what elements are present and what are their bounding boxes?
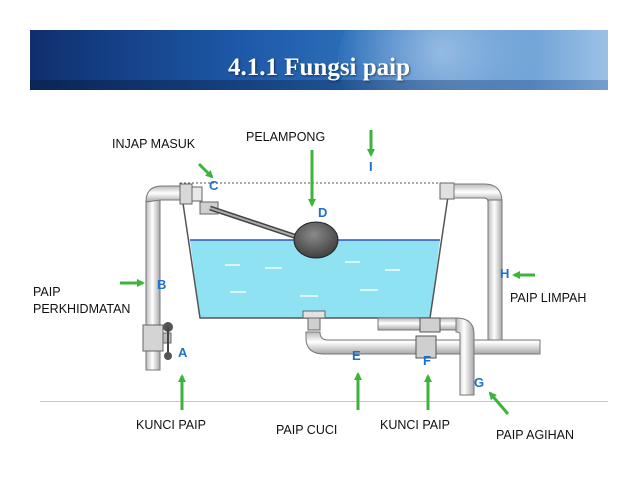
label-paip-agihan: PAIP AGIHAN	[496, 428, 574, 442]
arrow-paip-agihan	[490, 393, 508, 414]
label-paip-limpah: PAIP LIMPAH	[510, 291, 586, 305]
letter-e: E	[352, 348, 361, 363]
label-pelampong: PELAMPONG	[246, 130, 325, 144]
letter-c: C	[209, 178, 218, 193]
float-ball	[294, 222, 338, 258]
arrow-injap-masuk	[199, 164, 212, 177]
label-paip-perkhidmatan-line2: PERKHIDMATAN	[33, 302, 130, 316]
letter-b: B	[157, 277, 166, 292]
label-kunci-paip-a: KUNCI PAIP	[136, 418, 206, 432]
label-injap-masuk: INJAP MASUK	[112, 137, 195, 151]
label-kunci-paip-f: KUNCI PAIP	[380, 418, 450, 432]
letter-i: I	[369, 159, 373, 174]
inlet-valve	[200, 202, 300, 238]
letter-h: H	[500, 266, 509, 281]
letter-f: F	[423, 353, 431, 368]
letter-g: G	[474, 375, 484, 390]
label-paip-perkhidmatan-line1: PAIP	[33, 285, 61, 299]
bottom-pipes	[303, 311, 540, 395]
letter-d: D	[318, 205, 327, 220]
label-paip-cuci: PAIP CUCI	[276, 423, 337, 437]
letter-a: A	[178, 345, 187, 360]
